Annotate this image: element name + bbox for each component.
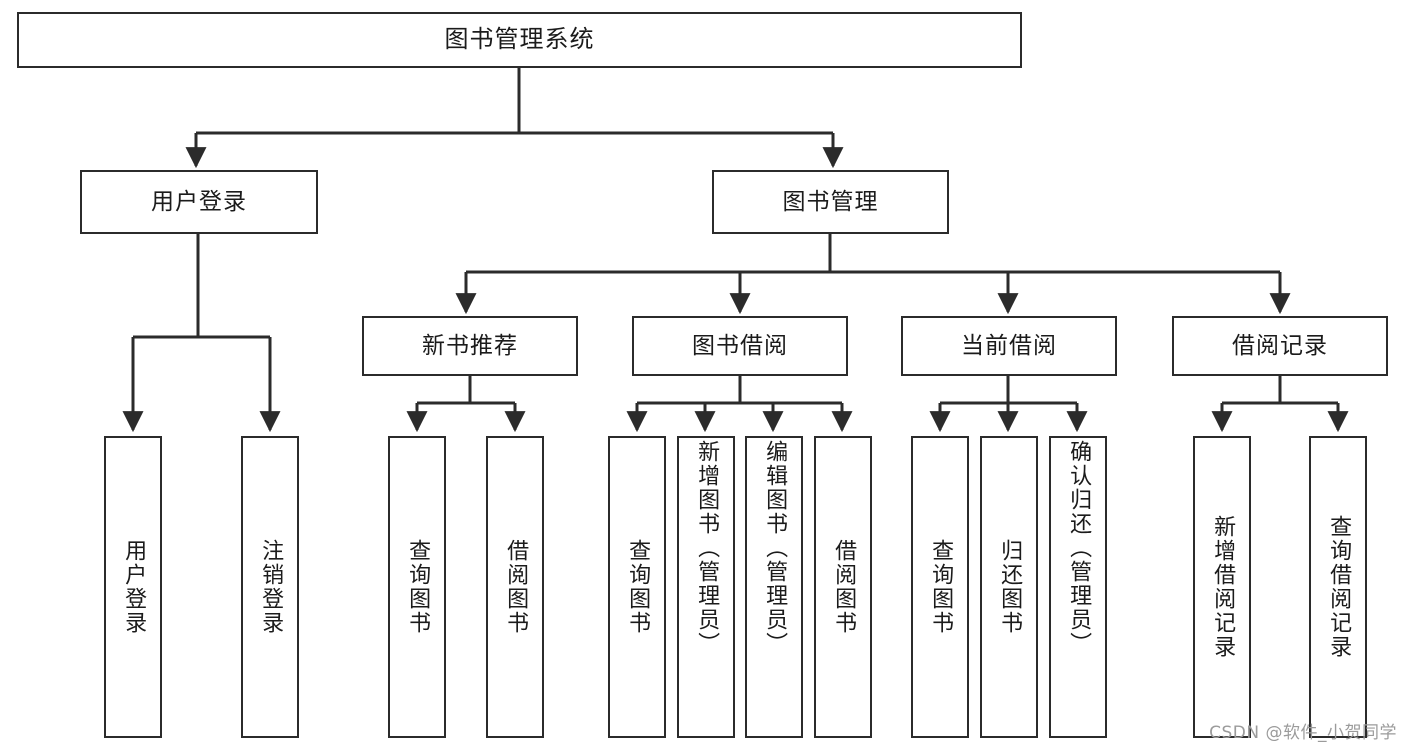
- node-book-borrow[interactable]: 图书借阅: [632, 316, 848, 376]
- node-book-borrow-label: 图书借阅: [692, 332, 788, 359]
- csdn-watermark: CSDN @软件_小贺同学: [1209, 723, 1397, 743]
- node-book-management[interactable]: 图书管理: [712, 170, 949, 234]
- leaf-logout[interactable]: 注销登录: [241, 436, 299, 738]
- node-new-book-recommend[interactable]: 新书推荐: [362, 316, 578, 376]
- leaf-user-login[interactable]: 用户登录: [104, 436, 162, 738]
- leaf-borrow-book-recommend[interactable]: 借阅图书: [486, 436, 544, 738]
- leaf-query-book-recommend-label: 查询图书: [405, 539, 431, 635]
- leaf-borrow-book-borrow-label: 借阅图书: [831, 539, 857, 635]
- node-book-management-label: 图书管理: [782, 188, 879, 215]
- leaf-borrow-book-borrow[interactable]: 借阅图书: [814, 436, 872, 738]
- leaf-confirm-return-admin-label: 确认归还（管理员）: [1066, 440, 1092, 656]
- leaf-query-book-current-label: 查询图书: [928, 539, 954, 635]
- node-current-borrow[interactable]: 当前借阅: [901, 316, 1117, 376]
- leaf-add-borrow-record-label: 新增借阅记录: [1210, 515, 1236, 659]
- node-current-borrow-label: 当前借阅: [961, 332, 1057, 359]
- leaf-query-book-borrow[interactable]: 查询图书: [608, 436, 666, 738]
- leaf-add-book-admin-label: 新增图书（管理员）: [694, 440, 720, 656]
- leaf-add-book-admin[interactable]: 新增图书（管理员）: [677, 436, 735, 738]
- node-root[interactable]: 图书管理系统: [17, 12, 1022, 68]
- node-borrow-record[interactable]: 借阅记录: [1172, 316, 1388, 376]
- node-user-login-label: 用户登录: [151, 188, 247, 215]
- leaf-user-login-label: 用户登录: [121, 539, 147, 635]
- leaf-query-book-borrow-label: 查询图书: [625, 539, 651, 635]
- leaf-return-book-label: 归还图书: [997, 539, 1023, 635]
- node-new-book-recommend-label: 新书推荐: [422, 332, 518, 359]
- leaf-edit-book-admin-label: 编辑图书（管理员）: [762, 440, 788, 656]
- leaf-query-book-current[interactable]: 查询图书: [911, 436, 969, 738]
- leaf-borrow-book-recommend-label: 借阅图书: [503, 539, 529, 635]
- node-borrow-record-label: 借阅记录: [1232, 332, 1328, 359]
- leaf-edit-book-admin[interactable]: 编辑图书（管理员）: [745, 436, 803, 738]
- node-root-label: 图书管理系统: [444, 25, 595, 54]
- leaf-query-book-recommend[interactable]: 查询图书: [388, 436, 446, 738]
- leaf-confirm-return-admin[interactable]: 确认归还（管理员）: [1049, 436, 1107, 738]
- leaf-return-book[interactable]: 归还图书: [980, 436, 1038, 738]
- leaf-logout-label: 注销登录: [258, 539, 284, 635]
- node-user-login[interactable]: 用户登录: [80, 170, 318, 234]
- leaf-query-borrow-record-label: 查询借阅记录: [1326, 515, 1352, 659]
- leaf-add-borrow-record[interactable]: 新增借阅记录: [1193, 436, 1251, 738]
- leaf-query-borrow-record[interactable]: 查询借阅记录: [1309, 436, 1367, 738]
